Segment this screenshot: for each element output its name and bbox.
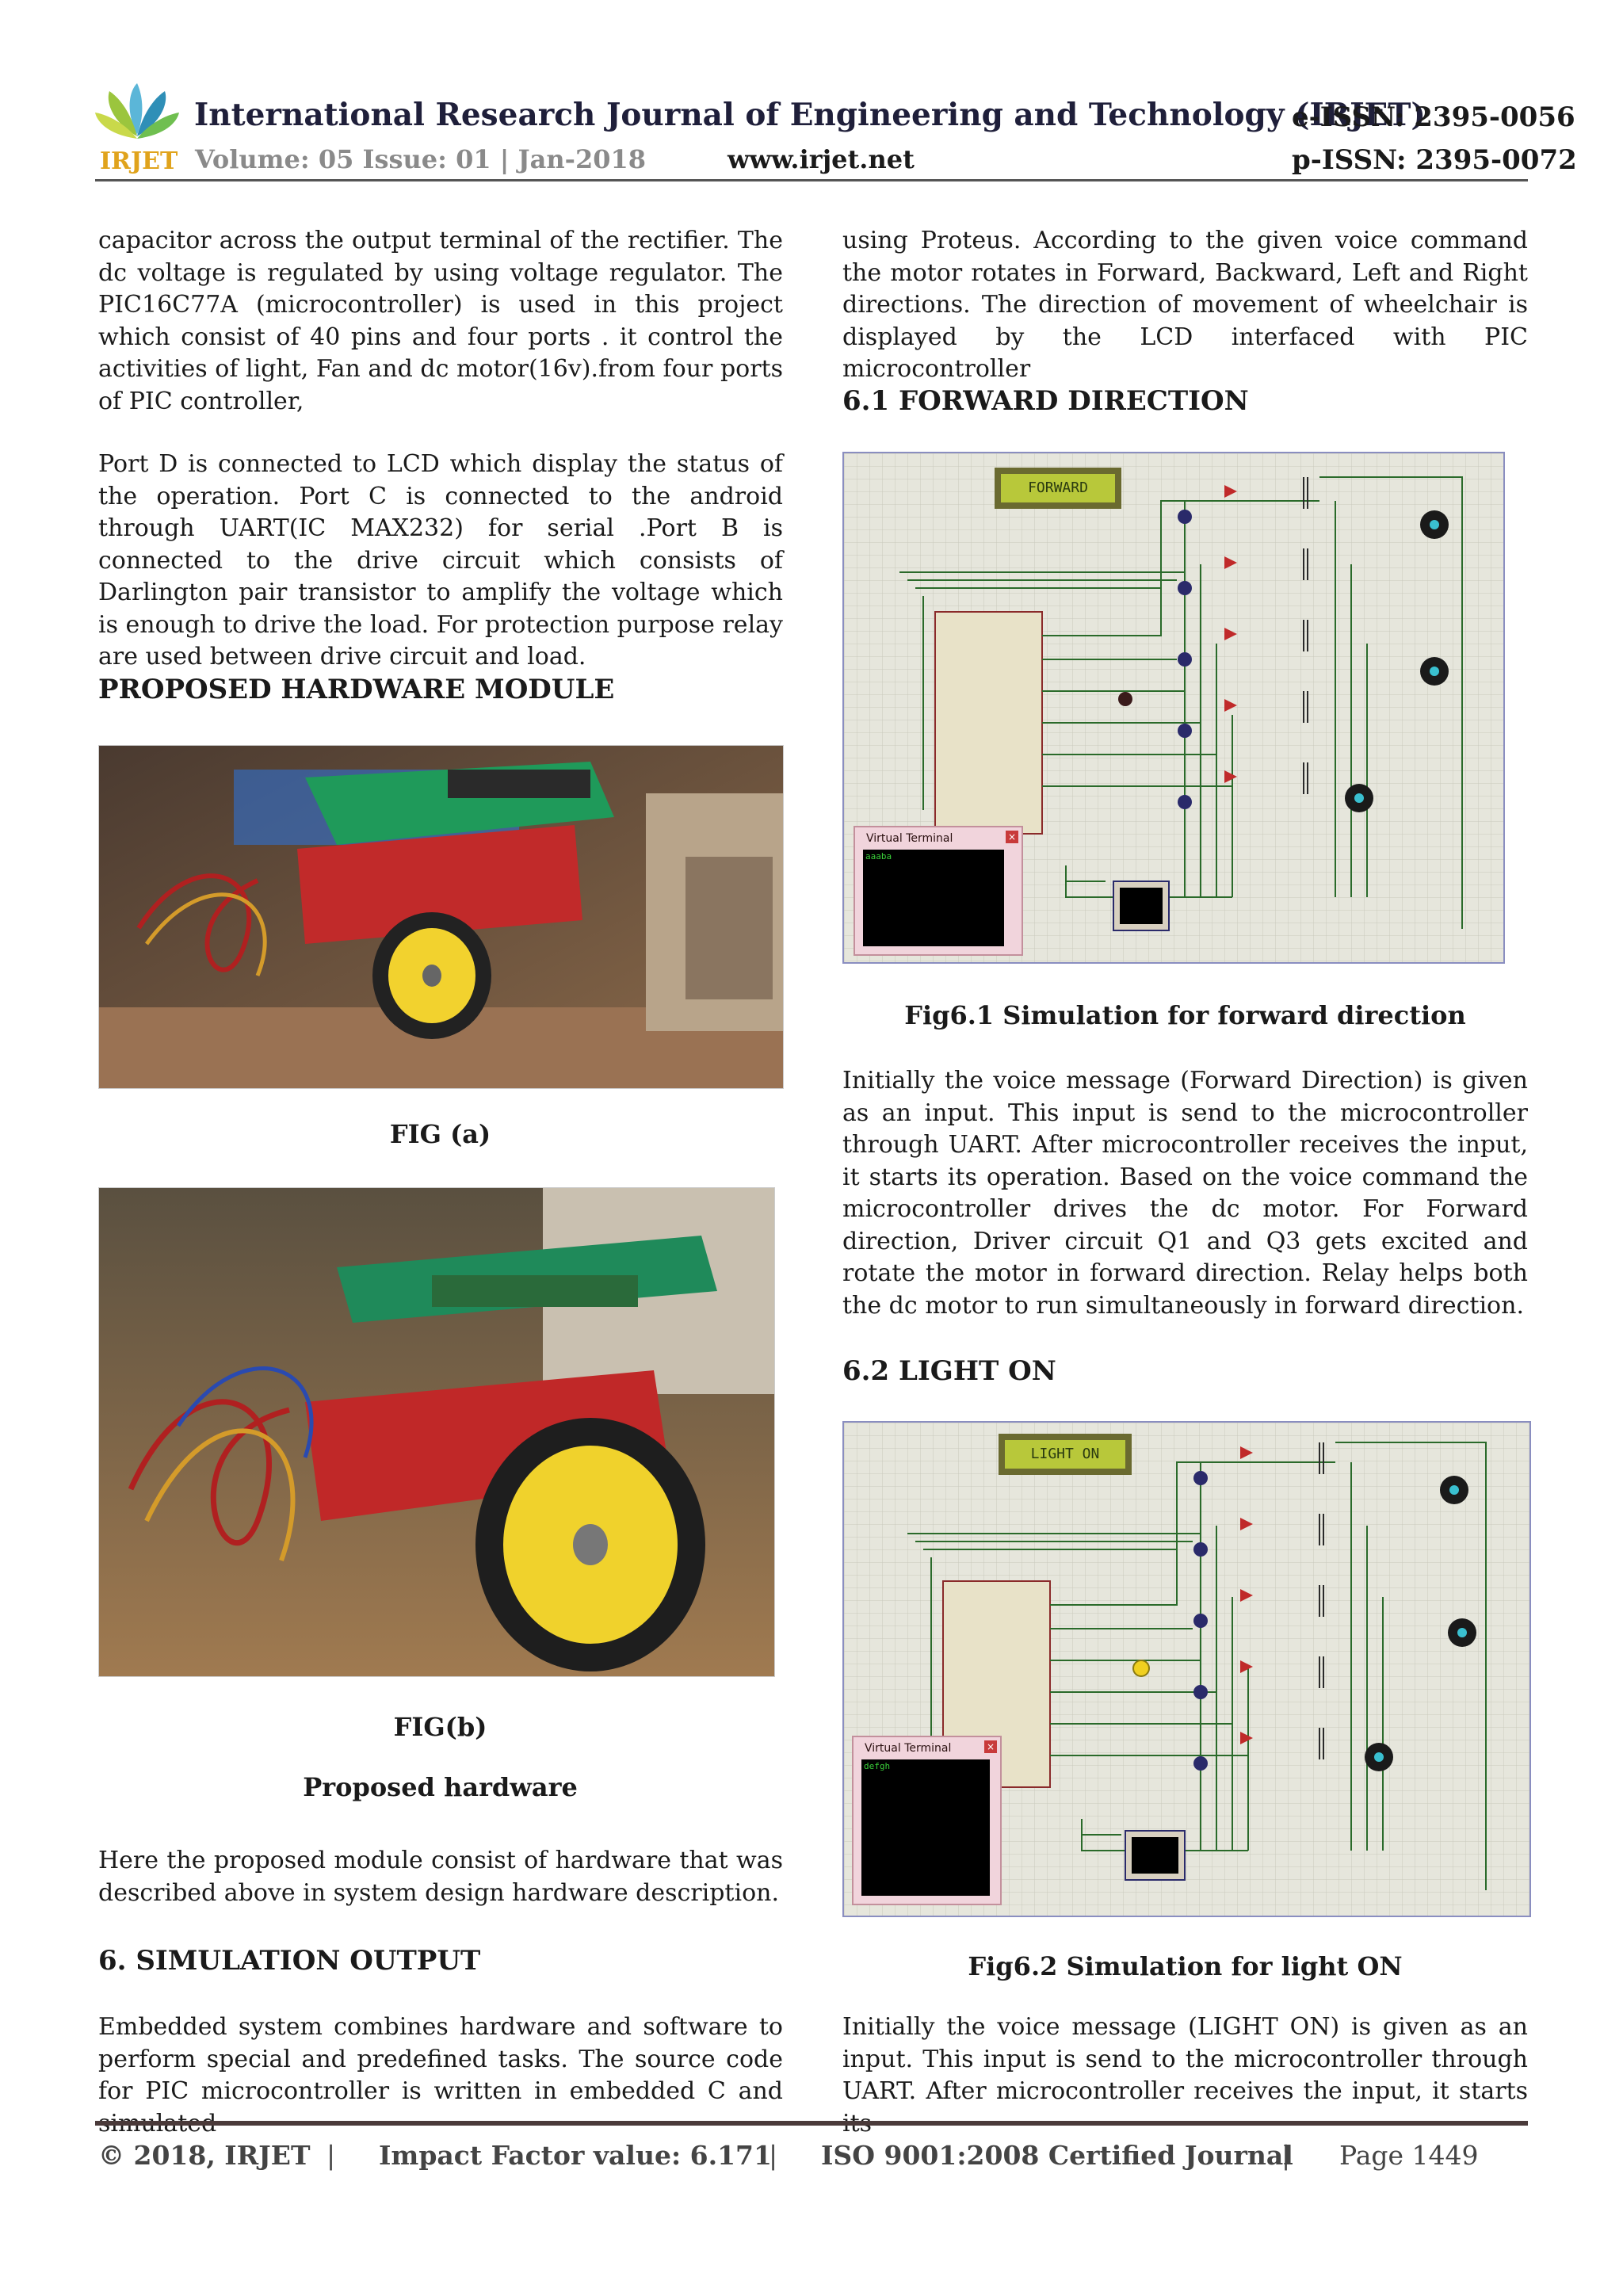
fig61-caption: Fig6.1 Simulation for forward direction xyxy=(904,1000,1466,1030)
virtual-terminal-output-1: aaaba xyxy=(865,851,892,861)
footer-divider xyxy=(95,2121,1528,2126)
heading-simulation-output: 6. SIMULATION OUTPUT xyxy=(98,1945,481,1977)
volume-issue: Volume: 05 Issue: 01 | Jan-2018 xyxy=(195,144,647,174)
schematic-forward: FORWARD Virtual Terminal × aaaba xyxy=(842,452,1505,964)
hardware-photo-b xyxy=(98,1187,775,1677)
footer-page-number: Page 1449 xyxy=(1339,2140,1479,2171)
right-paragraph-2: Initially the voice message (Forward Dir… xyxy=(842,1067,1528,1320)
footer-impact-factor: Impact Factor value: 6.171 xyxy=(379,2140,772,2171)
schematic-light-on: LIGHT ON Virtual Terminal × defgh xyxy=(842,1421,1531,1917)
fig-b-subcaption: Proposed hardware xyxy=(303,1772,578,1802)
virtual-terminal-title-1: Virtual Terminal xyxy=(866,832,953,845)
close-icon[interactable]: × xyxy=(984,1740,997,1753)
lcd-display-forward: FORWARD xyxy=(1028,479,1088,496)
left-paragraph-2: Port D is connected to LCD which display… xyxy=(98,450,783,670)
lcd-display-light-on: LIGHT ON xyxy=(1030,1446,1100,1462)
fig62-caption: Fig6.2 Simulation for light ON xyxy=(968,1951,1403,1981)
heading-forward-direction: 6.1 FORWARD DIRECTION xyxy=(842,385,1249,417)
footer-copyright: © 2018, IRJET xyxy=(98,2140,311,2171)
heading-light-on: 6.2 LIGHT ON xyxy=(842,1355,1056,1387)
virtual-terminal-output-2: defgh xyxy=(864,1761,891,1771)
fig-a-caption: FIG (a) xyxy=(389,1119,491,1149)
virtual-terminal-title-2: Virtual Terminal xyxy=(865,1742,952,1755)
header-divider xyxy=(95,179,1528,181)
footer-separator-2: | xyxy=(769,2140,778,2171)
virtual-terminal-screen-2: defgh xyxy=(861,1759,990,1896)
fig-b-caption: FIG(b) xyxy=(393,1712,487,1742)
heading-proposed-hardware: PROPOSED HARDWARE MODULE xyxy=(98,674,615,705)
footer-separator-1: | xyxy=(327,2140,336,2171)
e-issn: e-ISSN: 2395-0056 xyxy=(1292,101,1575,133)
left-paragraph-3: Here the proposed module consist of hard… xyxy=(98,1847,783,1907)
p-issn: p-ISSN: 2395-0072 xyxy=(1292,144,1577,176)
virtual-terminal-window-1: Virtual Terminal × aaaba xyxy=(854,826,1023,956)
virtual-terminal-screen-1: aaaba xyxy=(863,850,1004,946)
left-paragraph-1: capacitor across the output terminal of … xyxy=(98,227,783,415)
footer-separator-3: | xyxy=(1281,2140,1291,2171)
website-link[interactable]: www.irjet.net xyxy=(727,144,915,174)
virtual-terminal-window-2: Virtual Terminal × defgh xyxy=(852,1736,1002,1905)
hardware-photo-a xyxy=(98,745,784,1089)
left-paragraph-4: Embedded system combines hardware and so… xyxy=(98,2013,783,2137)
journal-title: International Research Journal of Engine… xyxy=(194,97,1426,133)
close-icon[interactable]: × xyxy=(1006,831,1018,843)
right-paragraph-1: using Proteus. According to the given vo… xyxy=(842,227,1528,383)
irjet-logo: IRJET xyxy=(94,79,181,182)
logo-text: IRJET xyxy=(100,147,178,175)
footer-iso: ISO 9001:2008 Certified Journal xyxy=(821,2140,1293,2171)
